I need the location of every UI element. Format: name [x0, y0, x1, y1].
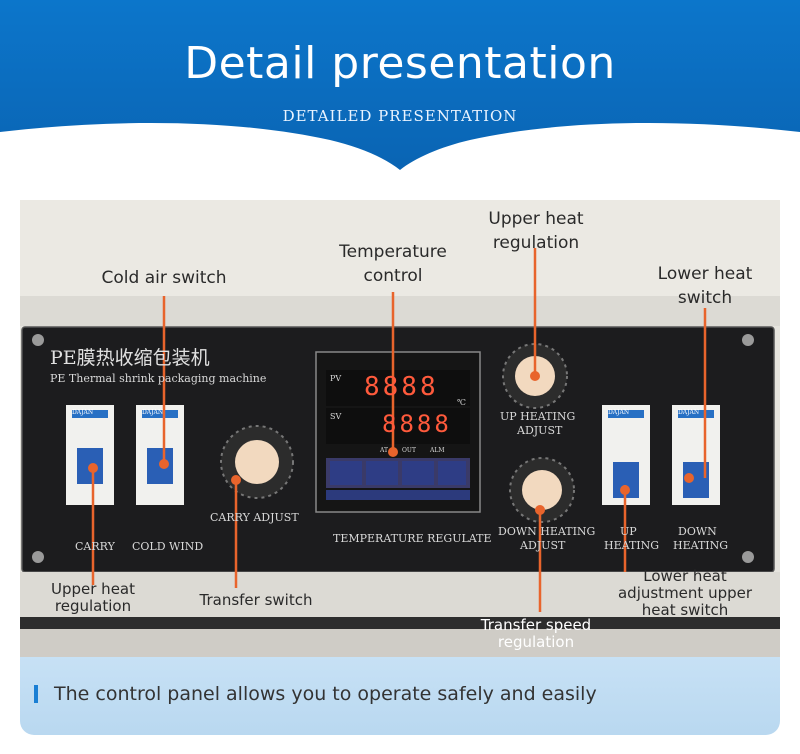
- controller-pv-value: 8888: [364, 372, 439, 402]
- banner-subtitle: DETAILED PRESENTATION: [282, 107, 518, 125]
- label-down-heating-1: DOWN: [678, 525, 717, 538]
- callout-transfer-switch: Transfer switch: [199, 591, 313, 609]
- banner-title: Detail presentation: [184, 38, 616, 89]
- label-down-heating-2: HEATING: [673, 539, 729, 552]
- panel-brand-cn: PE膜热收缩包装机: [50, 347, 210, 369]
- label-carry: CARRY: [75, 540, 115, 553]
- breaker-brand-3: DAJAN: [608, 409, 630, 416]
- label-down-heating-adjust-1: DOWN HEATING: [498, 525, 596, 538]
- controller-sv-label: SV: [330, 412, 342, 421]
- label-down-heating-adjust-2: ADJUST: [520, 539, 566, 552]
- callout-upper-heat-regulation-bottom: Upper heat regulation: [51, 580, 135, 615]
- label-up-heating-adjust-2: ADJUST: [517, 424, 563, 437]
- control-panel-photo: PE膜热收缩包装机 PE Thermal shrink packaging ma…: [20, 200, 780, 660]
- panel-brand-en: PE Thermal shrink packaging machine: [50, 372, 267, 385]
- label-up-heating-1: UP: [620, 525, 637, 538]
- caption-bar: The control panel allows you to operate …: [20, 657, 780, 735]
- breaker-brand-1: DAJAN: [72, 409, 94, 416]
- label-up-heating-2: HEATING: [604, 539, 660, 552]
- controller-unit: ℃: [457, 398, 466, 407]
- label-carry-adjust: CARRY ADJUST: [210, 511, 299, 524]
- callout-upper-heat-regulation-top: Upper heat regulation: [488, 209, 584, 253]
- controller-sv-value: 8888: [382, 410, 452, 438]
- controller-out-label: OUT: [402, 447, 416, 454]
- caption-accent-mark: [34, 685, 38, 703]
- callout-temperature-control: Temperature control: [339, 242, 447, 286]
- breaker-brand-2: DAJAN: [142, 409, 164, 416]
- controller-pv-label: PV: [330, 374, 342, 383]
- header-banner: [0, 0, 800, 170]
- caption-text: The control panel allows you to operate …: [54, 683, 597, 705]
- controller-at-label: AT: [380, 447, 389, 454]
- controller-alm-label: ALM: [430, 447, 445, 454]
- label-temperature-regulate: TEMPERATURE REGULATE: [333, 532, 492, 545]
- callout-lower-heat-adjustment: Lower heat adjustment upper heat switch: [617, 567, 753, 619]
- label-up-heating-adjust-1: UP HEATING: [500, 410, 576, 423]
- callout-cold-air-switch: Cold air switch: [101, 268, 227, 288]
- label-cold-wind: COLD WIND: [132, 540, 204, 553]
- callout-transfer-speed-regulation: Transfer speed regulation: [480, 616, 592, 651]
- breaker-brand-4: DAJAN: [678, 409, 700, 416]
- callout-lower-heat-switch: Lower heat switch: [657, 264, 753, 308]
- control-panel-illustration: [20, 200, 780, 660]
